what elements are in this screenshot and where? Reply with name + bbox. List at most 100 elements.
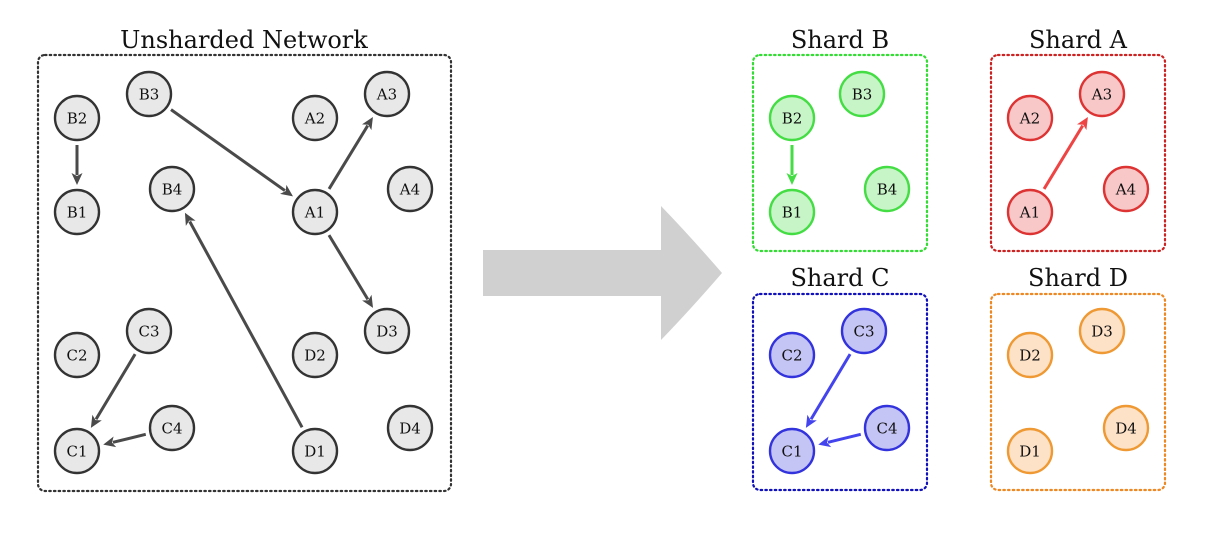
node-circle — [148, 404, 196, 452]
node-label: B1 — [782, 204, 803, 222]
node-circle — [291, 427, 339, 475]
node-D1: D1 — [1006, 427, 1054, 475]
node-circle — [1006, 331, 1054, 379]
arrowhead-icon — [71, 173, 83, 185]
node-D4: D4 — [1102, 404, 1150, 452]
node-label: B4 — [162, 181, 183, 199]
transition-arrow — [483, 206, 722, 340]
node-B1: B1 — [768, 188, 816, 236]
node-A3: A3 — [363, 70, 411, 118]
node-D2: D2 — [1006, 331, 1054, 379]
node-circle — [1102, 165, 1150, 213]
node-label: C4 — [876, 420, 897, 438]
edge-C3-C1 — [805, 353, 852, 428]
node-circle — [1006, 94, 1054, 142]
node-circle — [53, 94, 101, 142]
edge-C3-C1 — [90, 353, 137, 428]
node-label: B3 — [139, 86, 160, 104]
edge-C4-C1 — [818, 432, 862, 448]
node-circle — [768, 331, 816, 379]
node-circle — [768, 94, 816, 142]
node-A4: A4 — [386, 165, 434, 213]
node-label: C3 — [853, 323, 874, 341]
node-label: C1 — [66, 443, 87, 461]
node-circle — [768, 188, 816, 236]
node-label: A1 — [304, 204, 325, 222]
node-circle — [148, 165, 196, 213]
edge-A1-A3 — [327, 117, 373, 190]
node-circle — [1006, 427, 1054, 475]
arrowhead-icon — [280, 184, 293, 197]
arrowhead-icon — [1076, 117, 1088, 131]
node-circle — [125, 70, 173, 118]
node-B4: B4 — [863, 165, 911, 213]
node-label: D2 — [1019, 347, 1041, 365]
edge-line — [112, 432, 147, 444]
edge-line — [827, 432, 862, 444]
arrowhead-icon — [90, 414, 102, 428]
node-C3: C3 — [840, 307, 888, 355]
panel-border — [751, 53, 929, 253]
edge-B2-B1 — [786, 145, 798, 185]
node-A1: A1 — [291, 188, 339, 236]
node-circle — [363, 307, 411, 355]
arrowhead-icon — [184, 212, 196, 226]
node-circle — [363, 70, 411, 118]
node-label: C2 — [781, 347, 802, 365]
panel-border — [36, 53, 453, 493]
node-circle — [1006, 188, 1054, 236]
arrowhead-icon — [786, 173, 798, 185]
node-C4: C4 — [863, 404, 911, 452]
node-label: D2 — [304, 347, 326, 365]
node-C2: C2 — [53, 331, 101, 379]
panel-border — [989, 292, 1167, 492]
node-B2: B2 — [768, 94, 816, 142]
node-A2: A2 — [1006, 94, 1054, 142]
node-label: C2 — [66, 347, 87, 365]
panel-border — [989, 53, 1167, 253]
arrowhead-icon — [818, 436, 832, 448]
panel-title: Shard B — [791, 26, 889, 54]
node-circle — [386, 165, 434, 213]
node-circle — [863, 404, 911, 452]
panel-title: Unsharded Network — [120, 26, 368, 54]
edge-line — [809, 353, 852, 421]
node-label: D3 — [1091, 323, 1113, 341]
node-D2: D2 — [291, 331, 339, 379]
node-label: B2 — [67, 110, 88, 128]
node-label: D4 — [399, 420, 421, 438]
panel-title: Shard D — [1028, 264, 1128, 292]
arrowhead-icon — [362, 294, 374, 308]
node-circle — [840, 307, 888, 355]
node-B4: B4 — [148, 165, 196, 213]
arrowhead-icon — [103, 436, 117, 448]
edge-line — [327, 124, 370, 190]
panel-border — [751, 292, 929, 492]
node-label: D3 — [376, 323, 398, 341]
node-label: B1 — [67, 204, 88, 222]
node-circle — [1078, 307, 1126, 355]
node-label: A2 — [1019, 110, 1040, 128]
node-D4: D4 — [386, 404, 434, 452]
node-C1: C1 — [53, 427, 101, 475]
node-circle — [291, 331, 339, 379]
node-A3: A3 — [1078, 70, 1126, 118]
node-circle — [1078, 70, 1126, 118]
node-circle — [291, 188, 339, 236]
edge-A1-D3 — [327, 234, 374, 308]
node-label: A3 — [1091, 86, 1112, 104]
node-circle — [291, 94, 339, 142]
node-circle — [838, 70, 886, 118]
node-A1: A1 — [1006, 188, 1054, 236]
panel-unsharded: Unsharded NetworkB2B1B3B4A2A3A1A4D3C2C3D… — [36, 26, 453, 493]
node-circle — [1102, 404, 1150, 452]
edge-D1-B4 — [184, 212, 304, 429]
node-circle — [53, 331, 101, 379]
node-C1: C1 — [768, 427, 816, 475]
node-D3: D3 — [363, 307, 411, 355]
node-label: A2 — [304, 110, 325, 128]
panel-title: Shard A — [1029, 26, 1128, 54]
